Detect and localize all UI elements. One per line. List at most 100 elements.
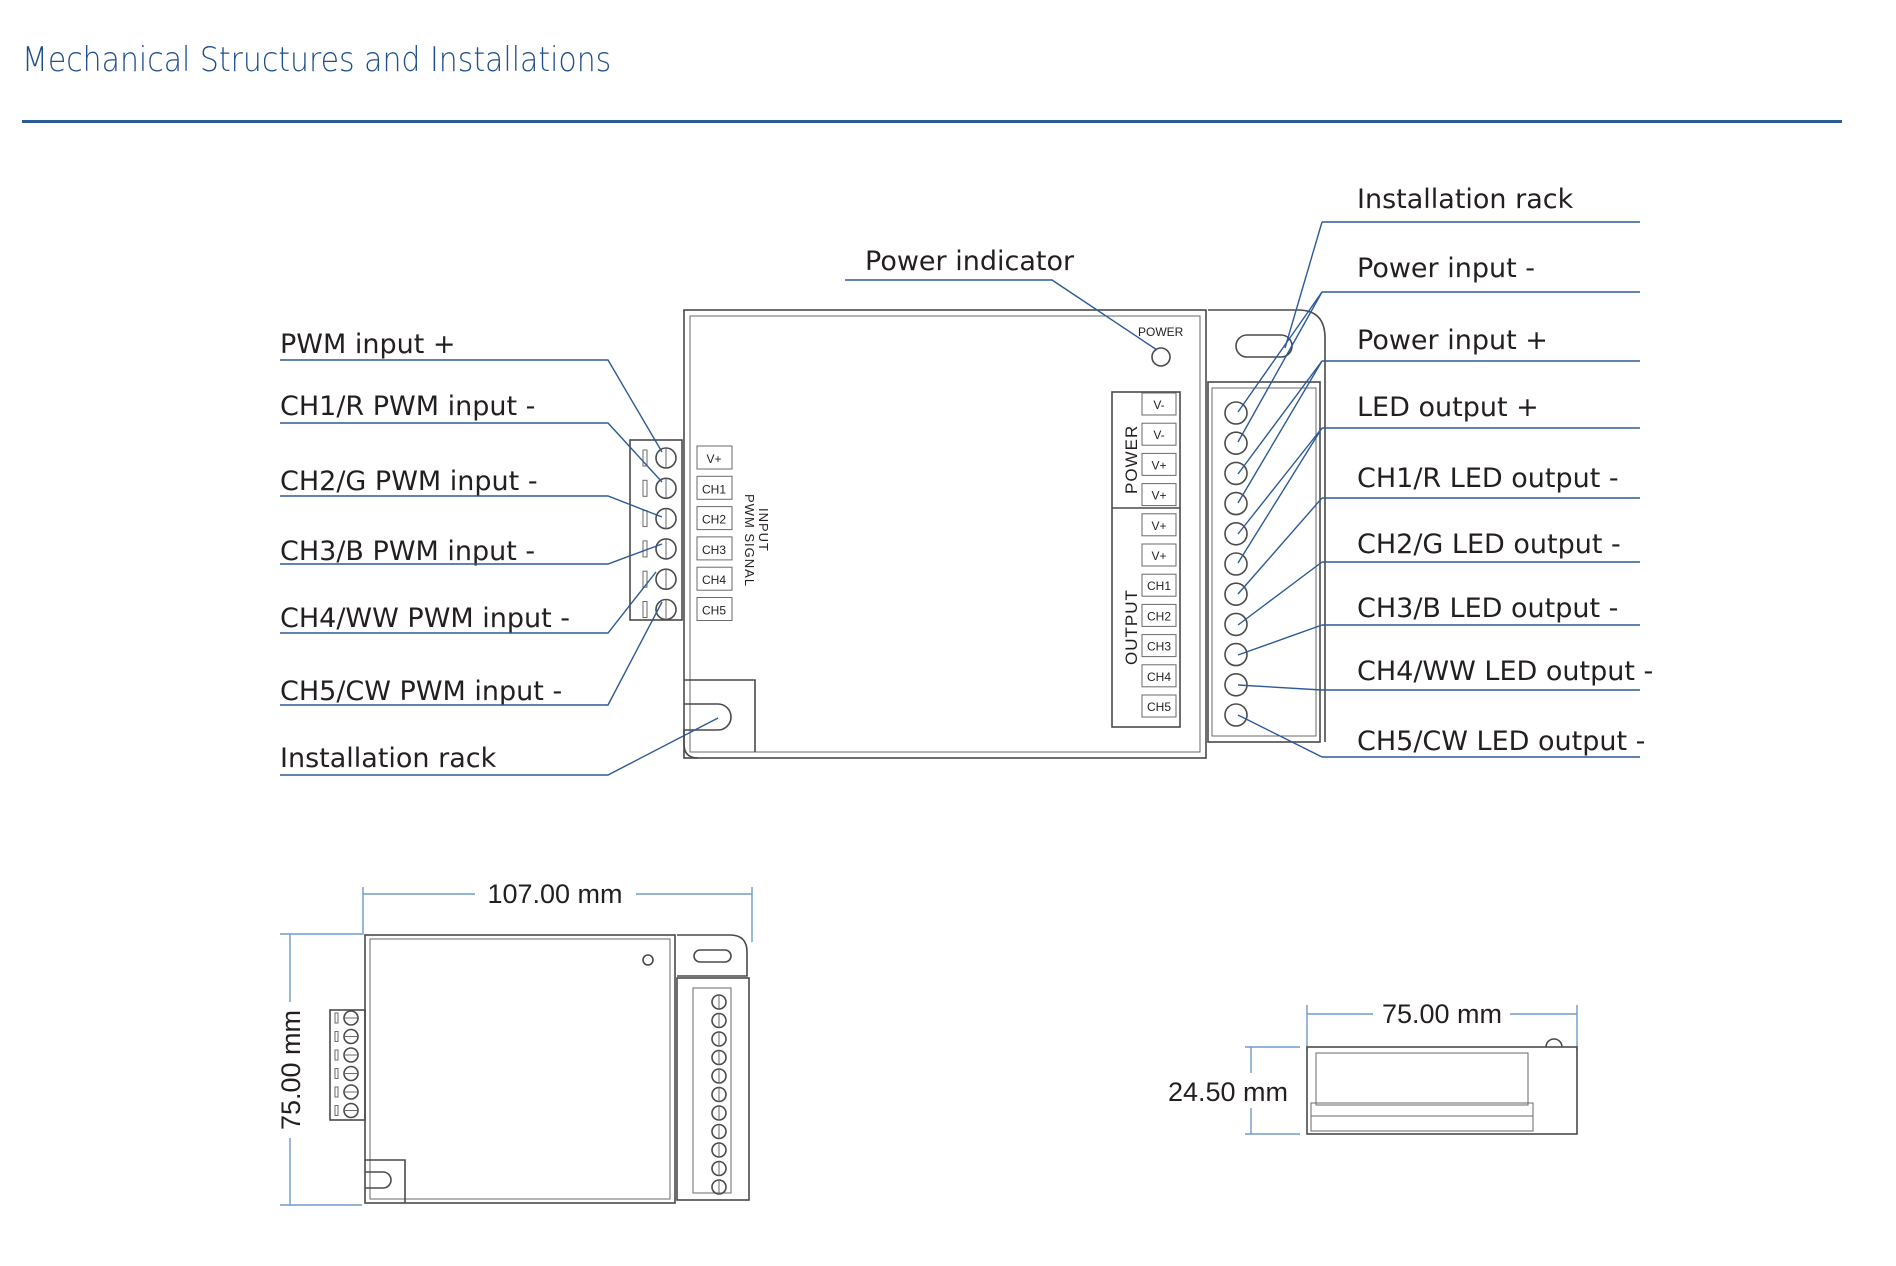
terminal-label: CH2 bbox=[1147, 609, 1171, 623]
callout-right-2: Power input + bbox=[1357, 325, 1548, 356]
input-label-box bbox=[696, 536, 733, 561]
leader-right-1 bbox=[1237, 291, 1323, 443]
terminal-label-panel bbox=[1111, 391, 1181, 728]
terminal-label: CH1 bbox=[1147, 579, 1171, 593]
output-screw-terminal bbox=[1224, 642, 1248, 667]
input-label-line1: INPUT bbox=[756, 508, 771, 552]
terminal-label: CH5 bbox=[1147, 700, 1171, 714]
side-width-dimension: 75.00 mm bbox=[1382, 999, 1502, 1029]
small-input-latch bbox=[334, 1031, 339, 1042]
output-screw-terminal bbox=[1224, 703, 1248, 727]
callout-right-5: CH2/G LED output - bbox=[1357, 529, 1621, 560]
leader-left-3 bbox=[280, 543, 663, 565]
small-body-outline bbox=[364, 934, 676, 1204]
callout-left-2: CH2/G PWM input - bbox=[280, 466, 538, 497]
output-screw-terminals bbox=[1224, 401, 1248, 727]
input-label-box bbox=[696, 597, 733, 621]
terminal-label: CH3 bbox=[1147, 640, 1171, 654]
input-terminal-label: CH5 bbox=[702, 604, 726, 618]
page-title: Mechanical Structures and Installations bbox=[22, 40, 612, 80]
output-terminal-housing bbox=[1207, 381, 1321, 743]
callout-right-6: CH3/B LED output - bbox=[1357, 593, 1618, 624]
input-screw-terminals bbox=[642, 447, 677, 621]
small-rack-slot bbox=[693, 949, 732, 963]
output-screw-terminal bbox=[1224, 521, 1248, 546]
leader-left-4 bbox=[280, 571, 657, 634]
small-input-latch bbox=[334, 1049, 339, 1061]
output-screw-terminal bbox=[1224, 582, 1248, 607]
small-bracket bbox=[365, 1159, 406, 1203]
callout-left-5: CH5/CW PWM input - bbox=[280, 676, 562, 707]
leader-right-0 bbox=[1284, 221, 1323, 349]
callout-right-3: LED output + bbox=[1357, 392, 1539, 423]
leader-right-5 bbox=[1237, 561, 1323, 626]
power-led-label: POWER bbox=[1138, 325, 1184, 339]
terminal-label: V+ bbox=[1151, 549, 1166, 563]
leader-left-2 bbox=[280, 495, 663, 518]
input-latch bbox=[642, 570, 648, 588]
terminal-label-box bbox=[1141, 603, 1177, 627]
input-label-line2: PWM SIGNAL bbox=[742, 494, 757, 587]
right-rack-outline bbox=[1208, 309, 1326, 742]
output-section-label: OUTPUT bbox=[1122, 589, 1141, 665]
leader-right-6 bbox=[1237, 624, 1323, 656]
leader-power-indicator bbox=[845, 279, 1158, 351]
small-body-inner bbox=[369, 938, 671, 1200]
output-terminal-inner bbox=[1211, 387, 1317, 737]
small-input-latch bbox=[334, 1086, 339, 1098]
leader-right-4 bbox=[1237, 497, 1323, 595]
width-dimension: 107.00 mm bbox=[487, 879, 622, 909]
callout-right-8: CH5/CW LED output - bbox=[1357, 726, 1645, 757]
callout-right-1: Power input - bbox=[1357, 253, 1535, 284]
terminal-label: CH4 bbox=[1147, 670, 1171, 684]
small-input-latch bbox=[334, 1068, 339, 1079]
output-screw-terminal bbox=[1224, 612, 1248, 637]
input-terminal-label: V+ bbox=[706, 452, 721, 466]
small-input-screws bbox=[334, 1010, 359, 1119]
terminal-label: V- bbox=[1153, 398, 1164, 412]
terminal-label: V- bbox=[1153, 428, 1164, 442]
small-terminal-strip bbox=[692, 987, 732, 1194]
leader-right-7 bbox=[1237, 684, 1323, 691]
input-label-box bbox=[696, 506, 733, 531]
terminal-label-box bbox=[1141, 452, 1177, 476]
input-label-box bbox=[696, 566, 733, 591]
input-label-box bbox=[696, 475, 733, 500]
terminal-label: V+ bbox=[1151, 458, 1166, 472]
output-screw-terminal bbox=[1224, 461, 1248, 486]
input-latch bbox=[642, 540, 648, 558]
leader-right-2 bbox=[1237, 360, 1323, 504]
leader-left-1 bbox=[280, 422, 663, 483]
power-indicator-led bbox=[1151, 347, 1171, 367]
terminal-label-box bbox=[1141, 513, 1177, 537]
left-callouts: PWM input + CH1/R PWM input - CH2/G PWM in… bbox=[280, 329, 719, 776]
dimension-side-view: 75.00 mm 24.50 mm bbox=[1168, 999, 1578, 1135]
side-height-dimension: 24.50 mm bbox=[1168, 1077, 1288, 1107]
power-section-label: POWER bbox=[1122, 425, 1141, 494]
output-screw-terminal bbox=[1224, 672, 1248, 697]
output-screw-terminal bbox=[1224, 431, 1248, 456]
terminal-label-box bbox=[1141, 664, 1177, 688]
callout-left-6: Installation rack bbox=[280, 743, 497, 774]
input-latch bbox=[642, 510, 648, 528]
small-rack bbox=[677, 934, 748, 977]
small-power-led bbox=[642, 954, 654, 966]
callout-left-0: PWM input + bbox=[280, 329, 456, 360]
callout-right-7: CH4/WW LED output - bbox=[1357, 656, 1653, 687]
main-body-inner bbox=[689, 315, 1201, 753]
side-base bbox=[1310, 1102, 1534, 1132]
leader-right-2 bbox=[1237, 360, 1323, 475]
side-led-bump bbox=[1545, 1038, 1563, 1048]
output-screw-terminal bbox=[1224, 491, 1248, 516]
output-screw-terminal bbox=[1224, 401, 1248, 425]
callout-power-indicator: Power indicator bbox=[865, 246, 1075, 277]
callout-left-1: CH1/R PWM input - bbox=[280, 391, 535, 422]
terminal-label-box bbox=[1141, 422, 1177, 446]
leader-left-6 bbox=[280, 717, 719, 776]
small-input-block bbox=[329, 1009, 366, 1121]
power-indicator-callout: Power indicator bbox=[845, 246, 1158, 351]
terminal-label-box bbox=[1141, 543, 1177, 567]
input-terminal-label: CH1 bbox=[702, 482, 726, 496]
input-latch bbox=[642, 479, 648, 497]
